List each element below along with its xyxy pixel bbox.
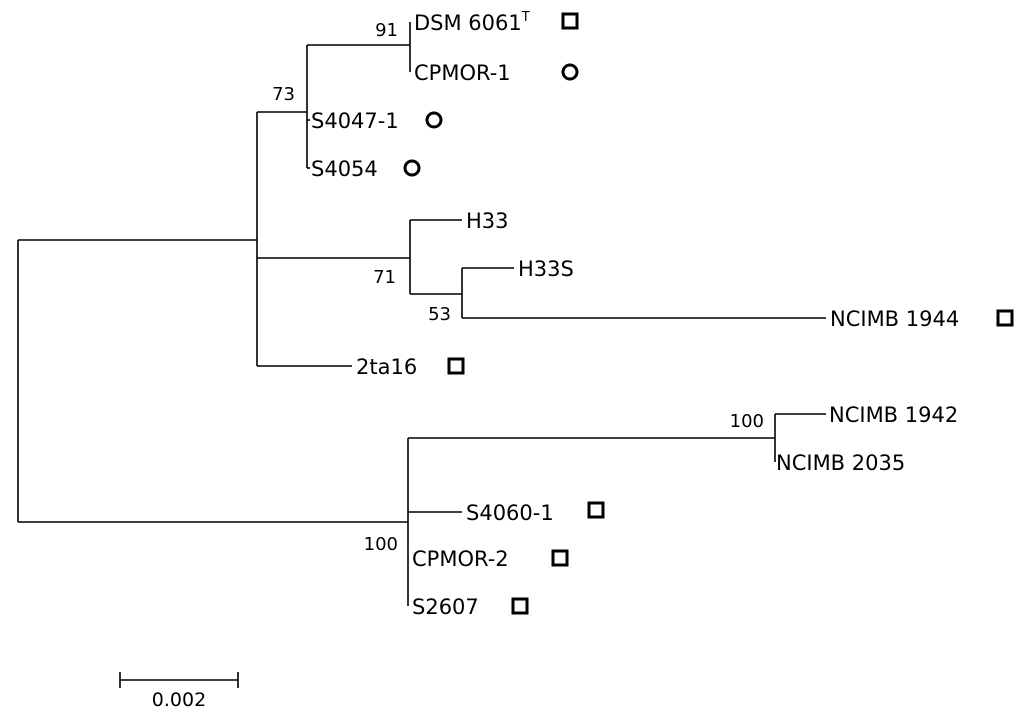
bootstrap-value-100-lower: 100	[364, 534, 398, 555]
scale-bar-label: 0.002	[152, 689, 206, 711]
bootstrap-value-91: 91	[375, 20, 398, 41]
circle-marker-s4047-1	[425, 111, 443, 129]
taxon-label-ncimb2035: NCIMB 2035	[776, 451, 905, 475]
scale-bar	[119, 672, 239, 688]
taxon-label-cpmor2: CPMOR-2	[412, 547, 509, 571]
square-marker-s2607	[511, 597, 529, 615]
circle-marker-s4054	[403, 159, 421, 177]
square-marker-dsm6061	[561, 12, 579, 30]
square-marker-s4060-1	[587, 501, 605, 519]
taxon-label-2ta16: 2ta16	[356, 355, 417, 379]
taxon-label-cpmor1: CPMOR-1	[414, 61, 511, 85]
taxon-label-ncimb1942: NCIMB 1942	[829, 403, 958, 427]
bootstrap-value-73: 73	[272, 84, 295, 105]
square-marker-ncimb1944	[996, 309, 1014, 327]
taxon-label-ncimb1944: NCIMB 1944	[830, 307, 959, 331]
taxon-label-s4060-1: S4060-1	[466, 501, 554, 525]
circle-marker-cpmor1	[561, 63, 579, 81]
square-marker-2ta16	[447, 357, 465, 375]
taxon-label-s4054: S4054	[311, 157, 378, 181]
taxon-label-s2607: S2607	[412, 595, 479, 619]
square-marker-cpmor2	[551, 549, 569, 567]
taxon-label-dsm6061: DSM 6061T	[414, 10, 530, 35]
bootstrap-value-53: 53	[428, 304, 451, 325]
taxon-label-s4047-1: S4047-1	[311, 109, 399, 133]
taxon-label-h33: H33	[466, 209, 509, 233]
taxon-label-h33s: H33S	[518, 257, 574, 281]
bootstrap-value-100-ncimb: 100	[730, 411, 764, 432]
bootstrap-value-71: 71	[373, 267, 396, 288]
